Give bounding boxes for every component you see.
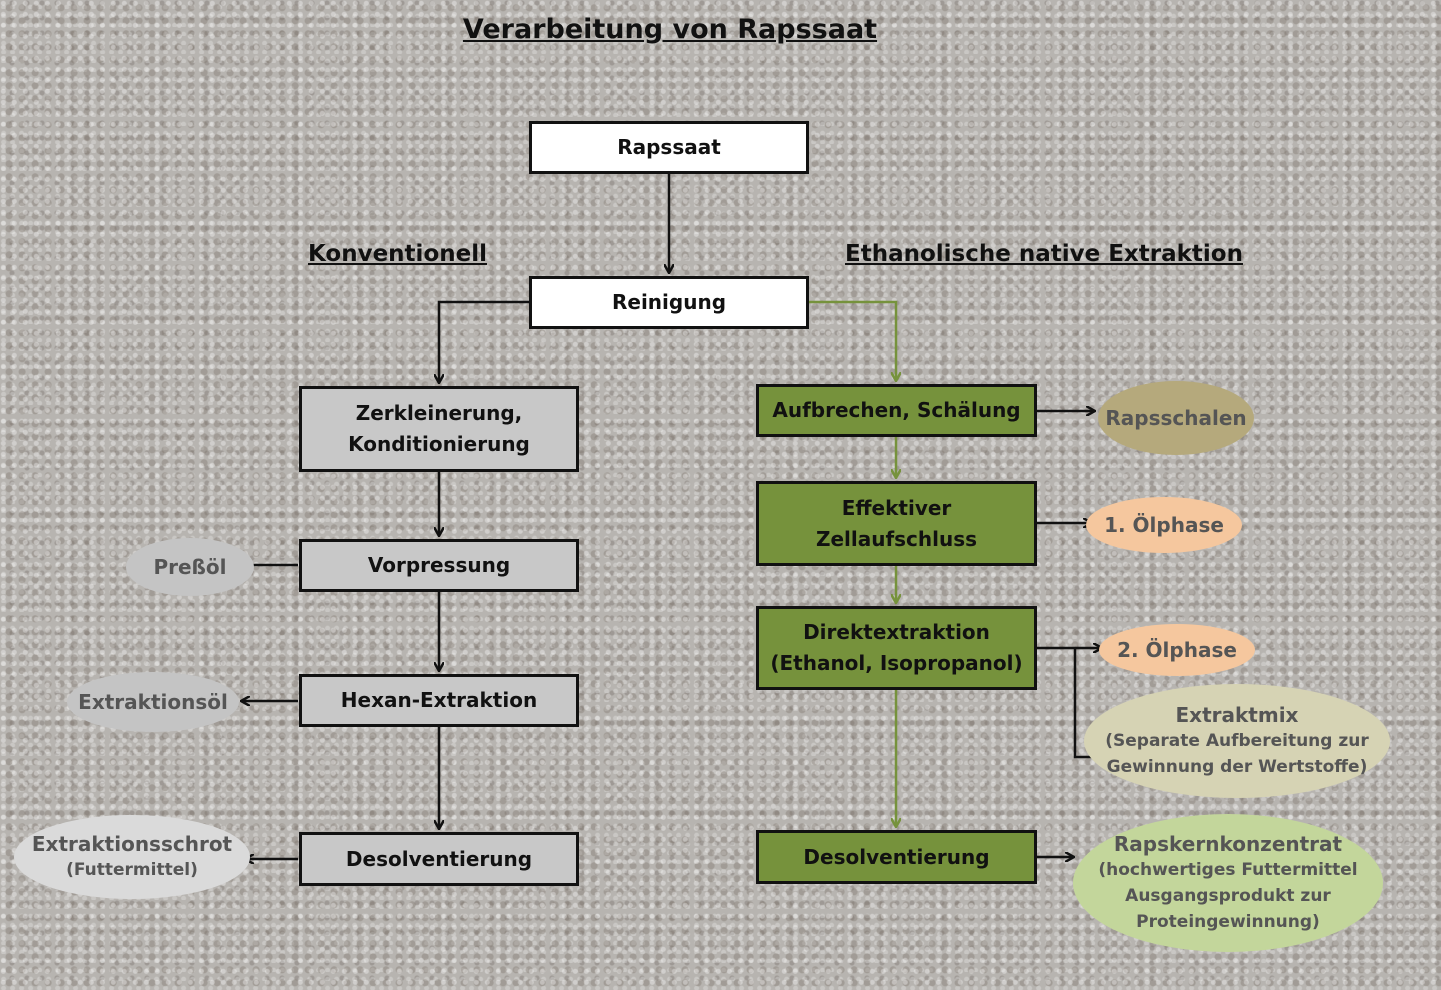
output-extraktionsoel: Extraktionsöl	[67, 672, 239, 732]
box-zerkleinerung: Zerkleinerung, Konditionierung	[299, 386, 579, 472]
box-vorpressung-label: Vorpressung	[367, 553, 511, 577]
output-konzentrat-sub3: Proteingewinnung)	[1136, 912, 1320, 932]
box-rapssaat-label: Rapssaat	[617, 135, 721, 159]
box-direktextraktion: Direktextraktion (Ethanol, Isopropanol)	[756, 606, 1037, 690]
output-pressoel-label: Preßöl	[153, 555, 227, 579]
output-konzentrat-sub1: (hochwertiges Futtermittel	[1098, 860, 1358, 880]
output-oelphase-1-label: 1. Ölphase	[1104, 513, 1224, 537]
output-extraktionsschrot: Extraktionsschrot (Futtermittel)	[14, 815, 250, 899]
output-rapsschalen-label: Rapsschalen	[1105, 406, 1247, 430]
output-extraktmix: Extraktmix (Separate Aufbereitung zur Ge…	[1084, 684, 1390, 798]
output-oelphase-2: 2. Ölphase	[1099, 624, 1255, 676]
output-rapsschalen: Rapsschalen	[1098, 381, 1254, 455]
diagram-title: Verarbeitung von Rapssaat	[462, 14, 878, 45]
output-oelphase-2-label: 2. Ölphase	[1117, 638, 1237, 662]
output-extraktionsoel-label: Extraktionsöl	[78, 690, 228, 714]
output-konzentrat-label: Rapskernkonzentrat	[1113, 832, 1343, 856]
output-konzentrat-sub2: Ausgangsprodukt zur	[1125, 886, 1331, 906]
box-desolventierung-conventional: Desolventierung	[299, 832, 579, 886]
output-extraktmix-sub2: Gewinnung der Wertstoffe)	[1106, 757, 1368, 777]
box-rapssaat: Rapssaat	[529, 121, 809, 174]
output-rapskernkonzentrat: Rapskernkonzentrat (hochwertiges Futterm…	[1073, 814, 1383, 952]
box-reinigung: Reinigung	[529, 276, 809, 329]
output-pressoel: Preßöl	[126, 538, 254, 596]
box-aufbrechen: Aufbrechen, Schälung	[756, 384, 1037, 437]
output-schrot-sublabel: (Futtermittel)	[66, 860, 198, 880]
box-direkt-line1: Direktextraktion	[803, 620, 990, 644]
arrow-reinigung-zerkleinerung	[439, 300, 529, 382]
output-oelphase-1: 1. Ölphase	[1086, 497, 1242, 553]
arrow-reinigung-aufbrechen	[809, 300, 896, 380]
box-aufbrechen-label: Aufbrechen, Schälung	[772, 398, 1021, 422]
box-hexan-label: Hexan-Extraktion	[340, 688, 538, 712]
box-direkt-line2: (Ethanol, Isopropanol)	[770, 651, 1023, 675]
box-desolventierung-conventional-label: Desolventierung	[345, 846, 533, 871]
box-zerkleinerung-line2: Konditionierung	[348, 432, 530, 456]
box-reinigung-label: Reinigung	[611, 290, 727, 314]
output-extraktmix-label: Extraktmix	[1175, 703, 1299, 727]
box-vorpressung: Vorpressung	[299, 539, 579, 592]
box-effektiver-line2: Zellaufschluss	[815, 526, 978, 551]
heading-ethanolic: Ethanolische native Extraktion	[845, 241, 1243, 267]
box-hexan-extraktion: Hexan-Extraktion	[299, 674, 579, 727]
output-schrot-label: Extraktionsschrot	[31, 832, 233, 856]
box-zerkleinerung-line1: Zerkleinerung,	[355, 401, 523, 425]
box-desolventierung-ethanolic-label: Desolventierung	[803, 844, 990, 869]
heading-conventional: Konventionell	[308, 241, 487, 267]
box-effektiver-line1: Effektiver	[841, 495, 952, 520]
box-effektiver-zellaufschluss: Effektiver Zellaufschluss	[756, 481, 1037, 566]
box-desolventierung-ethanolic: Desolventierung	[756, 830, 1037, 884]
output-extraktmix-sub1: (Separate Aufbereitung zur	[1105, 731, 1369, 751]
